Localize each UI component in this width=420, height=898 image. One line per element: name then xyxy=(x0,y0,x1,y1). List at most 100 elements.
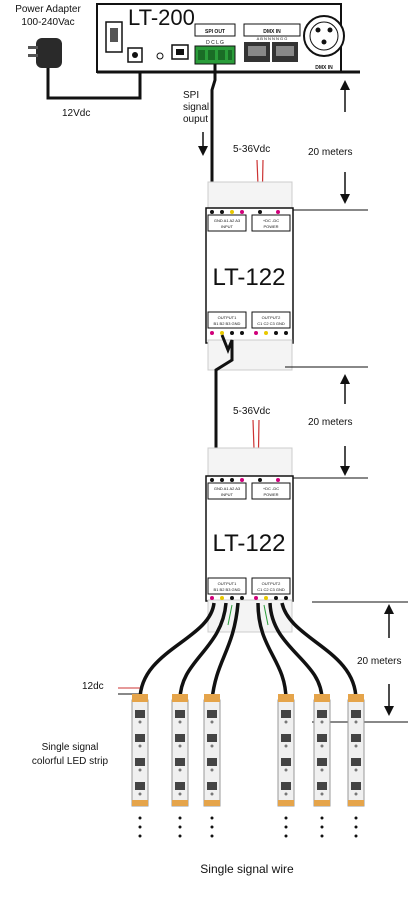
led-dot xyxy=(178,792,182,796)
input-pins-label: GND A1 A2 A3 xyxy=(214,486,241,491)
input-label: INPUT xyxy=(221,224,234,229)
strip-end xyxy=(172,800,188,806)
led-chip xyxy=(317,782,327,790)
spi-out-label: SPI OUT xyxy=(205,29,225,35)
continuation-dot xyxy=(210,816,214,820)
led-dot xyxy=(284,792,288,796)
power-adapter-icon xyxy=(28,38,142,100)
strip-connector xyxy=(314,694,330,702)
continuation-dot xyxy=(354,825,358,829)
input-label: INPUT xyxy=(221,492,234,497)
power-label: POWER xyxy=(263,492,278,497)
controller-box xyxy=(96,3,360,74)
led-dot xyxy=(138,768,142,772)
continuation-dot xyxy=(354,834,358,838)
led-chip xyxy=(207,710,217,718)
adapter-voltage: 100-240Vac xyxy=(21,17,74,28)
led-dot xyxy=(210,744,214,748)
output1-label: OUTPUT1 xyxy=(218,315,237,320)
led-chip xyxy=(207,758,217,766)
distance-label-3: 20 meters xyxy=(357,656,401,667)
continuation-dot xyxy=(210,834,214,838)
led-dot xyxy=(178,720,182,724)
led-dot xyxy=(210,768,214,772)
continuation-dot xyxy=(284,834,288,838)
led-chip xyxy=(351,734,361,742)
led-dot xyxy=(178,768,182,772)
green-wire xyxy=(227,604,269,626)
distance-marker xyxy=(285,366,368,479)
strip-end xyxy=(314,800,330,806)
led-dot xyxy=(284,768,288,772)
continuation-dot xyxy=(178,834,182,838)
led-dot xyxy=(354,744,358,748)
amplifier-box xyxy=(205,159,294,371)
power-pins-label: +DC -DC xyxy=(263,218,279,223)
xlr-label: DMX IN xyxy=(315,65,333,71)
strip-end xyxy=(204,800,220,806)
output2-pins-label: C1 C2 C3 GND xyxy=(257,321,285,326)
led-chip xyxy=(281,734,291,742)
output2-label: OUTPUT2 xyxy=(262,581,281,586)
led-chip xyxy=(175,710,185,718)
strip-caption-1: Single signal xyxy=(42,742,99,753)
led-chip xyxy=(351,710,361,718)
led-dot xyxy=(320,792,324,796)
led-chip xyxy=(281,758,291,766)
continuation-dot xyxy=(178,816,182,820)
led-strips xyxy=(131,694,365,838)
footer-caption: Single signal wire xyxy=(200,862,294,876)
led-chip xyxy=(135,734,145,742)
led-dot xyxy=(178,744,182,748)
strip-end xyxy=(278,800,294,806)
led-dot xyxy=(354,720,358,724)
supply-label-2: 5-36Vdc xyxy=(233,406,270,417)
led-dot xyxy=(284,744,288,748)
led-dot xyxy=(320,720,324,724)
led-chip xyxy=(175,734,185,742)
continuation-dot xyxy=(138,825,142,829)
led-chip xyxy=(175,758,185,766)
continuation-dot xyxy=(284,825,288,829)
led-dot xyxy=(284,720,288,724)
strip-connector xyxy=(172,694,188,702)
spi-pins-label: D C L G xyxy=(206,40,224,46)
input-pins-label: GND A1 A2 A3 xyxy=(214,218,241,223)
power-pins-label: +DC -DC xyxy=(263,486,279,491)
led-dot xyxy=(354,768,358,772)
continuation-dot xyxy=(210,825,214,829)
strip-connector xyxy=(132,694,148,702)
output2-pins-label: C1 C2 C3 GND xyxy=(257,587,285,592)
power-label: POWER xyxy=(263,224,278,229)
led-dot xyxy=(138,744,142,748)
continuation-dot xyxy=(354,816,358,820)
output1-label: OUTPUT1 xyxy=(218,581,237,586)
strip-caption-2: colorful LED strip xyxy=(32,756,109,767)
continuation-dot xyxy=(320,834,324,838)
adapter-title: Power Adapter xyxy=(15,4,81,15)
continuation-dot xyxy=(284,816,288,820)
led-chip xyxy=(351,758,361,766)
continuation-dot xyxy=(320,816,324,820)
led-dot xyxy=(138,792,142,796)
strip-power-label: 12dc xyxy=(82,681,104,692)
output1-pins-label: B1 B2 B3 GND xyxy=(214,587,241,592)
led-chip xyxy=(281,710,291,718)
led-dot xyxy=(320,768,324,772)
led-chip xyxy=(281,782,291,790)
amplifier-model-2: LT-122 xyxy=(213,530,286,557)
down-arrow-icon xyxy=(198,132,208,156)
led-chip xyxy=(317,710,327,718)
dmx-pins-label: A B N N N N G G xyxy=(257,36,288,41)
amplifier-box xyxy=(205,419,294,633)
led-chip xyxy=(317,758,327,766)
controller-model: LT-200 xyxy=(128,5,195,30)
led-chip xyxy=(175,782,185,790)
continuation-dot xyxy=(138,816,142,820)
dmx-in-label: DMX IN xyxy=(263,29,281,35)
continuation-dot xyxy=(178,825,182,829)
strip-cables xyxy=(138,602,358,701)
strip-end xyxy=(132,800,148,806)
strip-connector xyxy=(278,694,294,702)
